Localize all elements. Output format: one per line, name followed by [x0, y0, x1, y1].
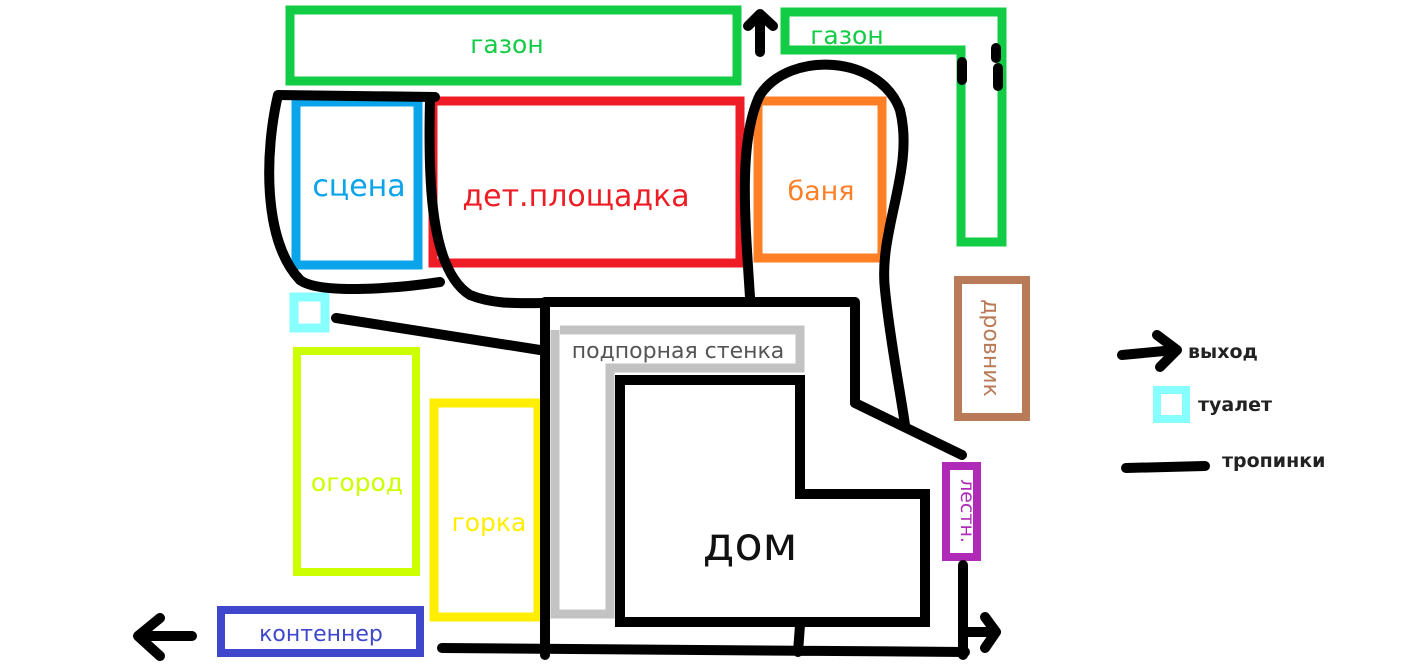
path-house-to-stairs [850, 398, 967, 460]
path-around-stage [264, 90, 445, 294]
slide-zone: горка [429, 398, 543, 622]
legend-toilet-label: туалет [1198, 394, 1272, 416]
slide-border [429, 398, 543, 622]
path-loop-around-sauna [739, 59, 910, 430]
stairs-label: лестн. [956, 479, 978, 543]
stairs-zone: лестн. [942, 462, 981, 561]
exit-arrow-bottom-right-icon [960, 612, 1001, 653]
sauna-border [753, 96, 887, 263]
house-zone: дом [615, 375, 930, 627]
retaining-wall-border [550, 325, 805, 619]
container-label: контеннер [259, 622, 383, 647]
toilet-square [289, 292, 330, 333]
lawn-zone-2: газон [780, 7, 1007, 247]
path-bottom [437, 620, 970, 657]
woodshed-label: дровник [978, 299, 1003, 397]
legend-paths-label: тропинки [1222, 450, 1325, 472]
exit-arrow-top [743, 9, 778, 57]
footpaths [264, 43, 1003, 660]
retaining-wall-label: подпорная стенка [572, 339, 785, 364]
legend-paths-line [1121, 461, 1210, 473]
playground-zone: дет.площадка [428, 96, 745, 268]
lawn-1-label: газон [470, 30, 543, 59]
house-border [615, 375, 930, 627]
slide-label: горка [452, 508, 527, 537]
woodshed-border [954, 276, 1030, 421]
lawn-2-label: газон [810, 21, 883, 50]
lawn-2-border [780, 7, 1007, 247]
exit-arrow-bottom-right [960, 612, 1001, 653]
container-zone: контеннер [217, 606, 424, 657]
legend-exit-arrow-icon [1117, 330, 1182, 372]
stage-zone: сцена [291, 97, 423, 270]
legend-exit-label: выход [1188, 341, 1258, 363]
retaining-wall-zone: подпорная стенка [550, 325, 805, 619]
exit-arrow-left [133, 613, 197, 661]
stage-label: сцена [312, 169, 405, 204]
garden-label: огород [311, 468, 403, 497]
legend-paths: тропинки [1121, 450, 1325, 473]
path-house-outer [540, 297, 860, 660]
stage-border [291, 97, 423, 270]
container-border [217, 606, 424, 657]
legend-exit: выход [1117, 330, 1258, 372]
sauna-zone: баня [753, 96, 887, 263]
exit-arrow-top-icon [743, 9, 778, 57]
path-toilet-to-house [331, 313, 545, 355]
legend-toilet-swatch [1153, 386, 1190, 423]
garden-zone: огород [293, 347, 420, 576]
stairs-border [942, 462, 981, 561]
playground-label: дет.площадка [462, 179, 689, 214]
lawn-1-border [285, 5, 742, 86]
sauna-label: баня [787, 176, 854, 207]
legend-toilet: туалет [1153, 386, 1272, 423]
house-label: дом [703, 517, 798, 571]
exit-arrow-left-icon [133, 613, 197, 661]
path-playground-to-house [424, 95, 550, 309]
lawn-zone-1: газон [285, 5, 742, 86]
woodshed-zone: дровник [954, 276, 1030, 421]
legend: выход туалет тропинки [1117, 330, 1325, 473]
garden-border [293, 347, 420, 576]
path-lawn-dashes [957, 43, 1003, 91]
